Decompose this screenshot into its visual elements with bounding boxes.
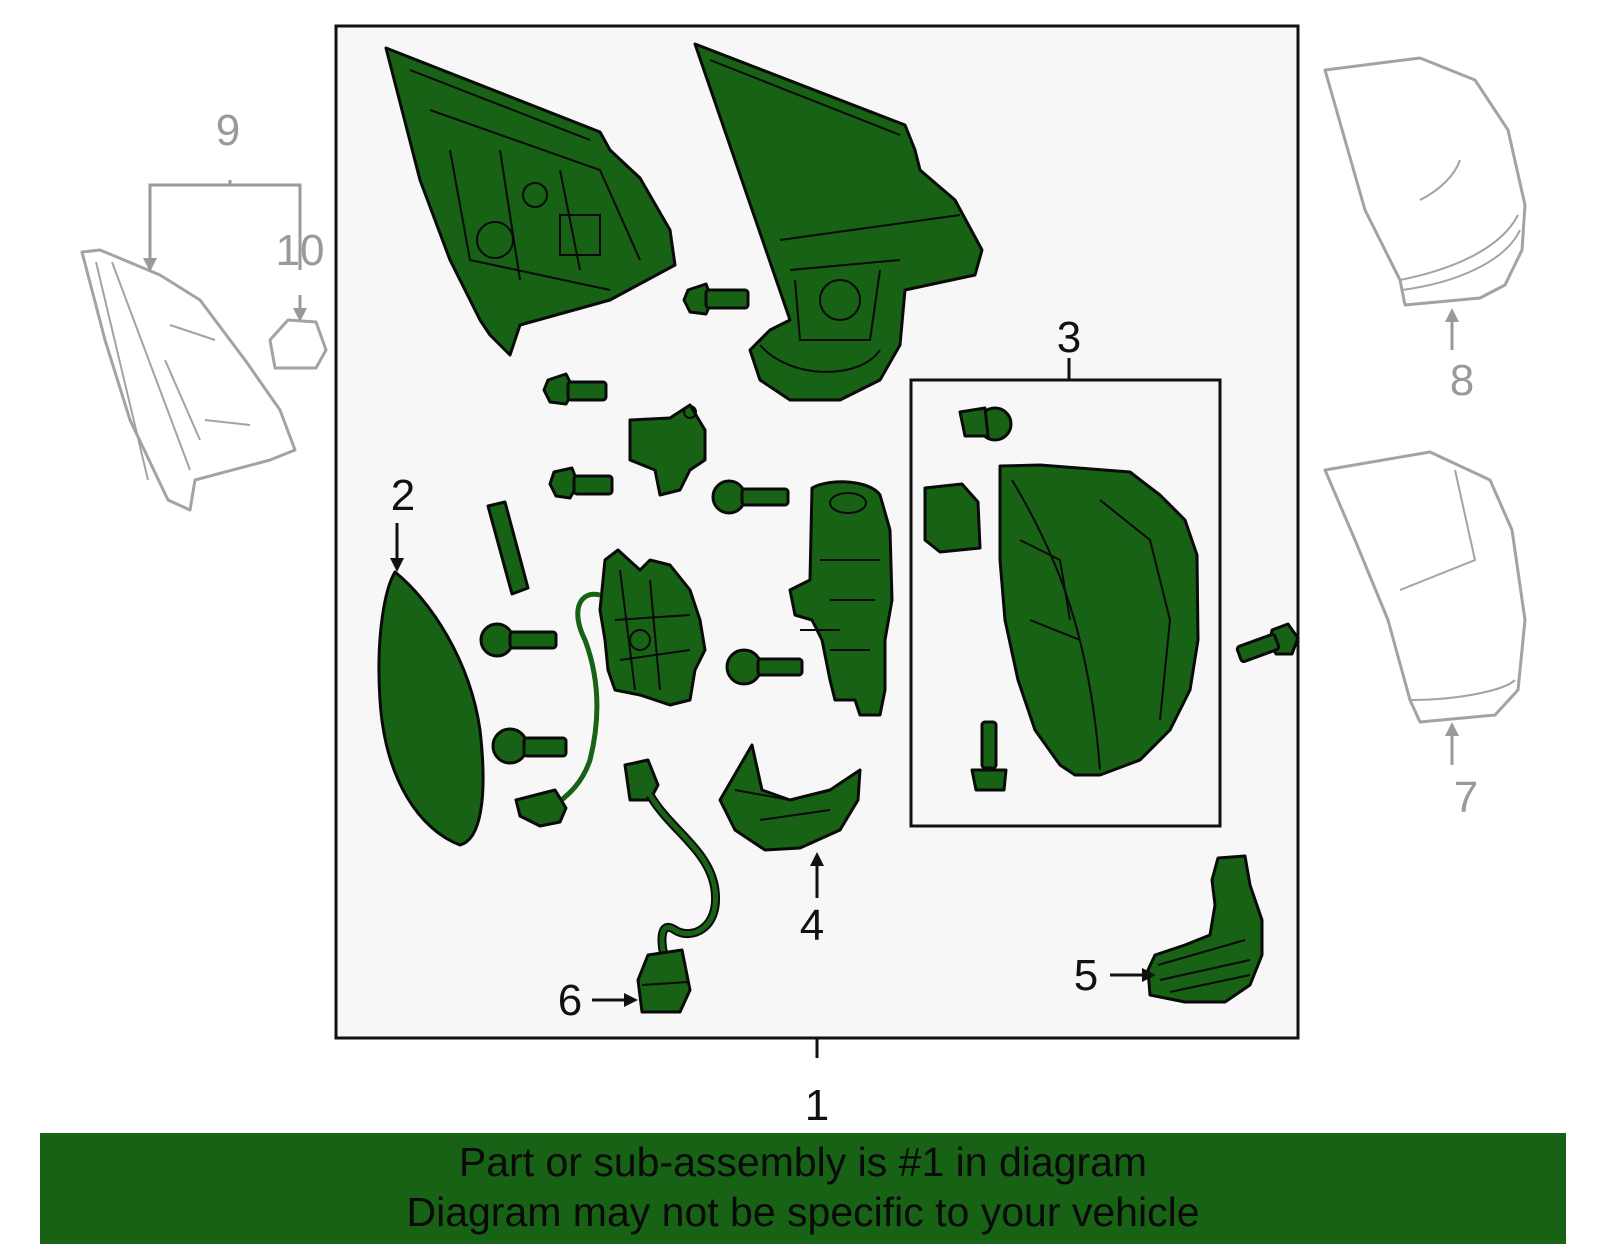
banner-line-2: Diagram may not be specific to your vehi… <box>406 1189 1200 1235</box>
wire-harness <box>623 758 720 1014</box>
mirror-base-housing <box>384 46 677 357</box>
callout-4-arrowhead <box>810 852 824 866</box>
mirror-cap-upper <box>1323 56 1527 307</box>
power-motor <box>514 548 707 828</box>
mirror-bracket <box>693 42 984 402</box>
callout-6: 6 <box>558 976 582 1025</box>
clip <box>923 482 982 554</box>
mirror-glass <box>377 570 485 847</box>
bolt <box>491 727 568 765</box>
callout-7: 7 <box>1454 773 1478 822</box>
callout-5: 5 <box>1074 951 1098 1000</box>
bolt <box>479 622 558 658</box>
bolt <box>548 466 614 500</box>
callout-8-arrowhead <box>1445 308 1459 322</box>
pin <box>486 500 530 596</box>
callout-9-arrowhead <box>143 258 157 272</box>
bolt <box>725 648 804 686</box>
turn-signal-lamp <box>1146 854 1264 1004</box>
bolt <box>682 282 750 316</box>
callout-10-arrowhead <box>293 308 307 322</box>
callout-2-arrowhead <box>390 558 404 572</box>
disclaimer-banner: Part or sub-assembly is #1 in diagram Di… <box>40 1133 1566 1244</box>
callout-7-arrowhead <box>1445 722 1459 736</box>
bolt <box>1235 622 1300 664</box>
callout-8: 8 <box>1450 356 1474 405</box>
bolt <box>711 479 790 515</box>
mirror-actuator-bracket <box>788 480 894 717</box>
callout-3: 3 <box>1057 313 1081 362</box>
callout-1: 1 <box>805 1081 829 1130</box>
callout-9: 9 <box>216 106 240 155</box>
bolt <box>542 372 608 406</box>
mirror-housing-cover <box>998 463 1200 777</box>
callout-10: 10 <box>276 226 325 275</box>
lower-cover <box>718 743 862 852</box>
callout-9-bracket <box>148 180 302 270</box>
connector-clip <box>628 403 707 497</box>
screw <box>958 406 1013 442</box>
callout-4: 4 <box>800 901 824 950</box>
mirror-cap-lower <box>1323 450 1527 724</box>
side-cover <box>80 248 328 512</box>
callout-2: 2 <box>391 471 415 520</box>
callout-6-arrowhead <box>624 993 638 1007</box>
screw <box>970 720 1008 792</box>
banner-line-1: Part or sub-assembly is #1 in diagram <box>458 1139 1148 1185</box>
callout-5-arrowhead <box>1142 968 1156 982</box>
